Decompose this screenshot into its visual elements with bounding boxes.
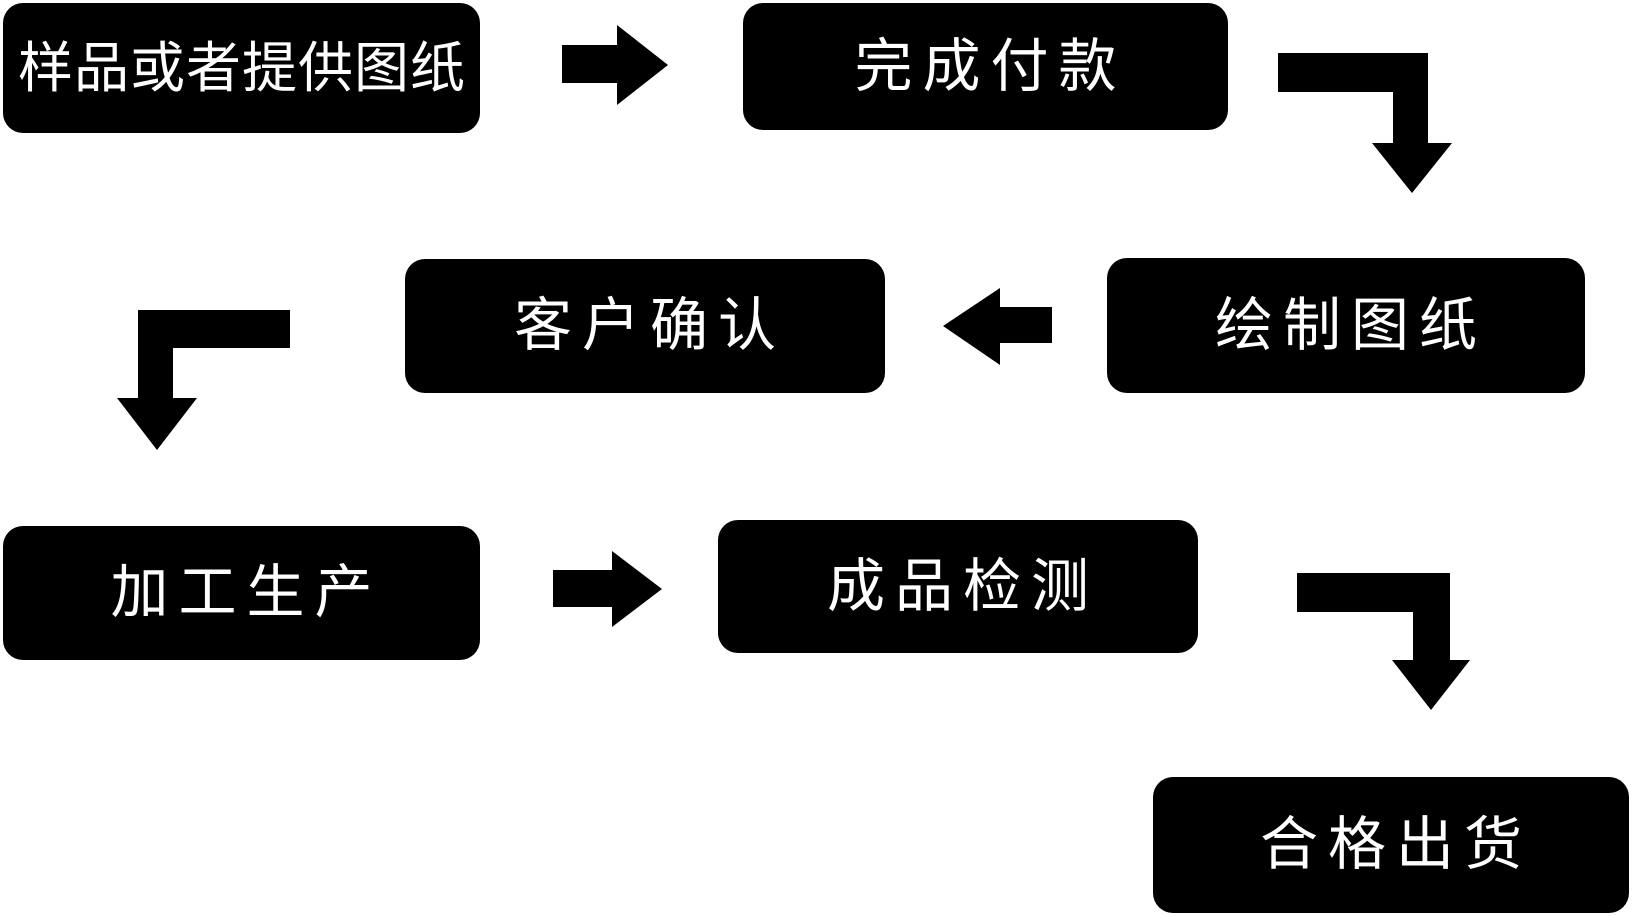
arrow-right-icon xyxy=(553,551,662,627)
arrow-elbow-down-icon xyxy=(1278,53,1452,193)
flow-node-sample-or-drawings: 样品或者提供图纸 xyxy=(3,3,480,133)
flow-node-label: 合格出货 xyxy=(1259,812,1532,877)
flow-node-finished-product-inspection: 成品检测 xyxy=(718,520,1198,653)
flow-node-label: 加工生产 xyxy=(110,560,383,625)
flow-node-processing-production: 加工生产 xyxy=(3,526,480,660)
arrow-elbow-down-icon xyxy=(1297,573,1470,710)
flow-node-label: 样品或者提供图纸 xyxy=(17,36,466,99)
arrow-right-icon xyxy=(562,25,668,105)
flow-node-label: 完成付款 xyxy=(854,33,1127,99)
arrow-elbow-down-icon xyxy=(117,310,290,450)
arrow-left-icon xyxy=(943,288,1052,365)
flow-node-label: 客户确认 xyxy=(513,293,786,358)
flow-node-complete-payment: 完成付款 xyxy=(743,3,1228,130)
flow-node-qualified-shipment: 合格出货 xyxy=(1153,777,1629,913)
flow-node-label: 成品检测 xyxy=(826,553,1099,619)
flow-node-label: 绘制图纸 xyxy=(1214,292,1487,358)
flow-node-customer-confirmation: 客户确认 xyxy=(405,259,885,393)
flow-node-draw-drawings: 绘制图纸 xyxy=(1107,258,1585,393)
